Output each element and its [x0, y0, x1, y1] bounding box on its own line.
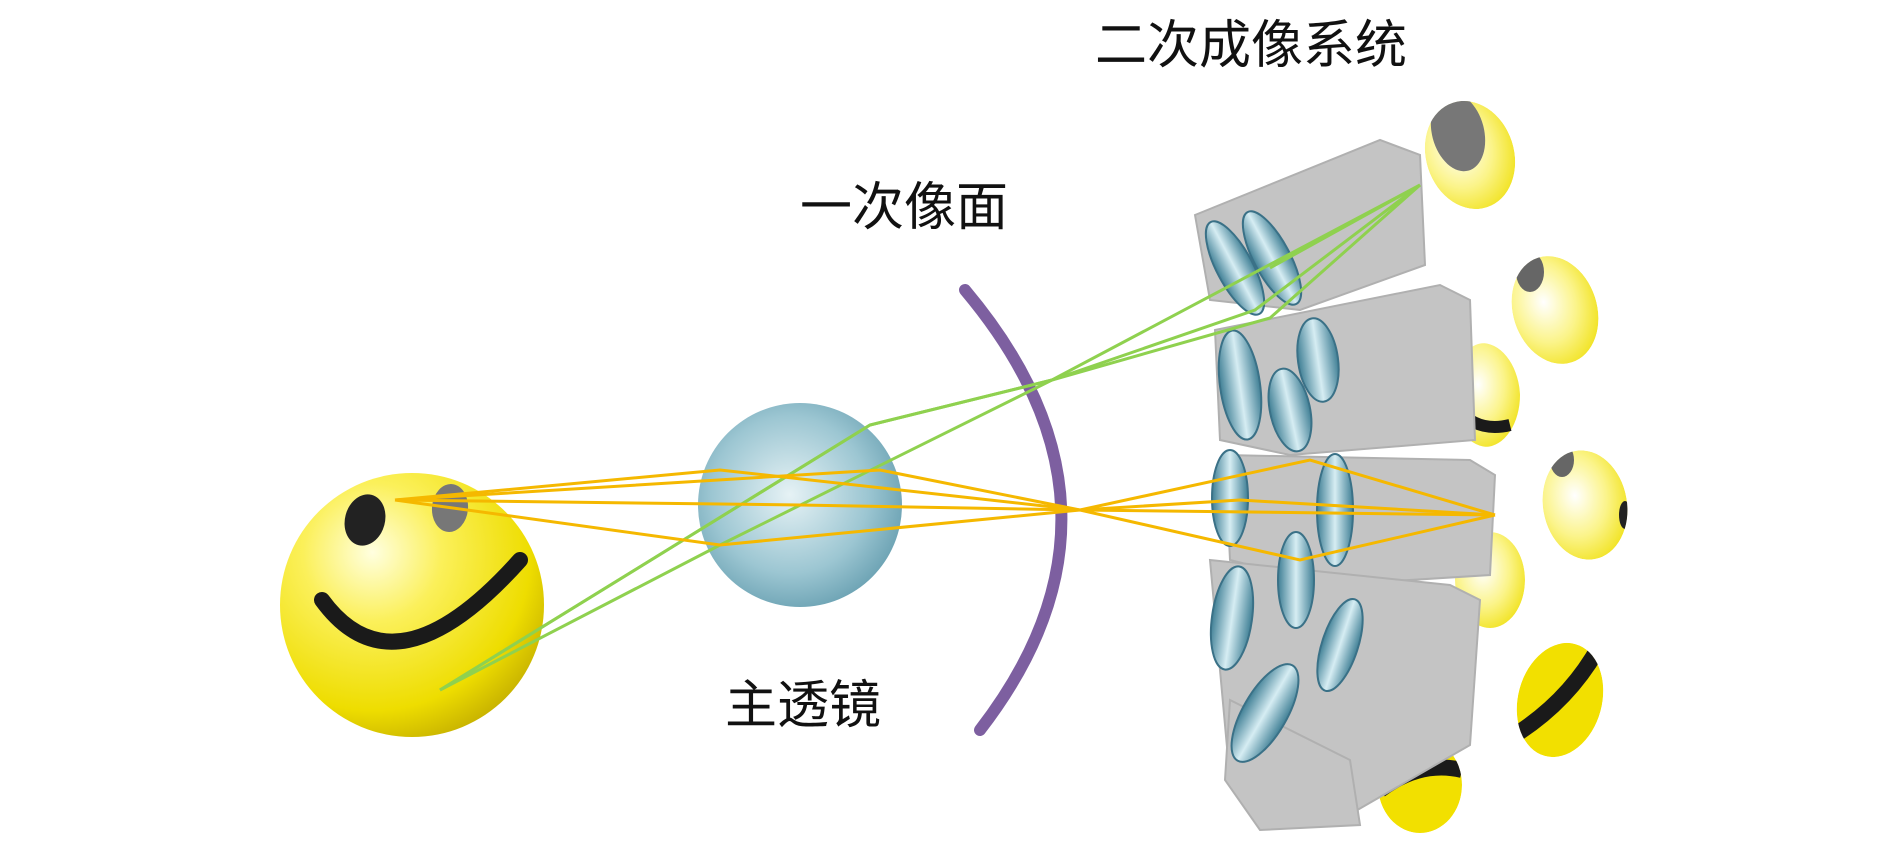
- lens-element-icon: [1209, 565, 1255, 671]
- lens-element-icon: [1316, 453, 1354, 567]
- lens-element-icon: [1204, 220, 1266, 316]
- lens-element-icon: [1316, 598, 1364, 692]
- orange-ray-bundle: [394, 458, 1496, 562]
- partial-smiley-icon: [1424, 92, 1516, 210]
- lens-element-icon: [1267, 367, 1313, 453]
- lens-element-icon: [1277, 531, 1315, 629]
- secondary-imaging-system-label: 二次成像系统: [1095, 16, 1408, 76]
- partial-smiley-icon: [1542, 443, 1631, 560]
- lens-element-icon: [1296, 317, 1340, 403]
- microlens-array: [1204, 210, 1364, 763]
- smiley-face-icon: [280, 473, 544, 737]
- primary-image-plane-label: 一次像面: [800, 178, 1009, 238]
- lens-element-icon: [1241, 210, 1303, 306]
- green-ray-bundle: [439, 183, 1421, 692]
- lens-element-icon: [1230, 663, 1300, 763]
- lens-element-icon: [1217, 329, 1263, 441]
- partial-smiley-icon: [1511, 252, 1599, 364]
- main-lens-label: 主透镜: [725, 676, 882, 736]
- lens-element-icon: [1211, 449, 1249, 547]
- sub-images-front: [1424, 92, 1631, 758]
- partial-smiley-icon: [1510, 641, 1608, 758]
